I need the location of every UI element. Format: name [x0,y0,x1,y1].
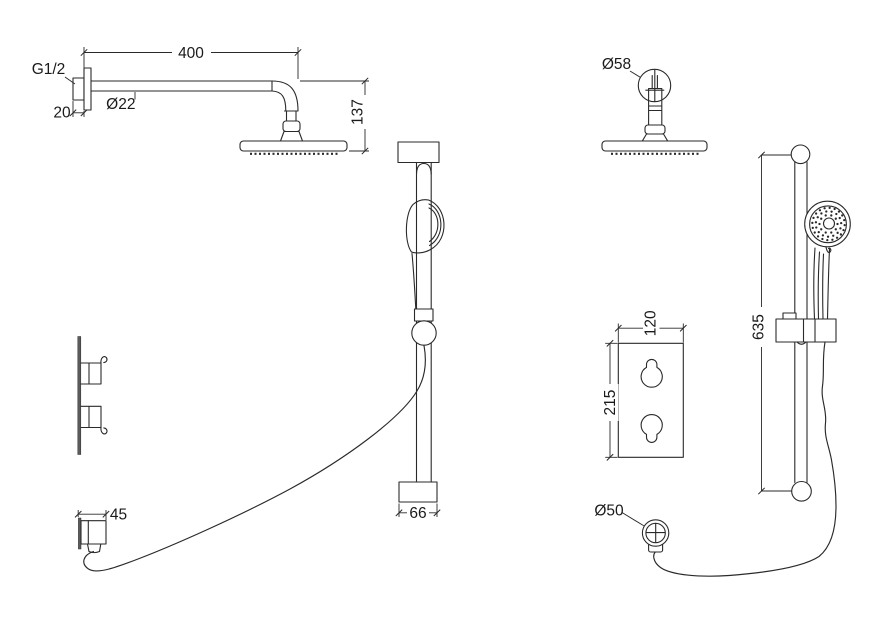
head-cone-mount-front [641,133,669,142]
dim-rail-bottom-bracket: 66 [409,505,426,522]
dim-outlet-projection: 45 [110,507,127,524]
dim-outlet-flange-diameter: Ø50 [594,503,624,520]
dim-66-text-mask [407,505,429,521]
outlet-crosshair [646,522,666,543]
arm-wall-flange [83,67,92,111]
shower-head-front [601,140,708,152]
dim-66-extension-lines [398,503,438,517]
slider-collar-arc [796,341,807,345]
head-ball-nut-side [282,120,301,133]
slider-block-front [775,318,837,343]
valve-top-handle-front [640,358,663,388]
view-slide-rail-front [750,144,851,502]
dimension-ticks [69,48,766,518]
dim-45-extension-lines [77,510,107,520]
valve-top-handle-hook [100,355,108,365]
dim-635-extension-lines [761,154,792,492]
slider-knob-side [411,320,437,346]
view-valve-plate-front [602,309,684,458]
handset-face-ring [809,205,847,244]
handset-handle-front [813,247,831,320]
dim-635-text-mask [750,307,768,347]
rail-top-dome [415,162,432,175]
head-cone-mount-side [279,130,304,142]
dim-215-text-mask [602,384,619,421]
outlet-hose-nut-side [86,543,102,554]
valve-wall-plate-side [77,336,82,455]
dim-arm-diameter: Ø22 [106,96,135,113]
slider-tab-front [782,312,797,320]
rail-bottom-cap-front [791,480,812,502]
outlet-diameter-leader [621,512,645,527]
handset-spray-dots [811,206,846,242]
arm-elbow [271,80,299,122]
shower-hose-front [653,341,837,577]
head-drop-tube-front [648,74,663,126]
slider-block-divisions [802,318,816,343]
arm-thread-nut [72,77,85,101]
handset-center-opening [822,217,836,230]
dim-arm-length: 400 [178,45,204,62]
dim-20-extension-lines [72,101,85,117]
dim-valve-plate-width: 120 [643,310,660,336]
handset-handle-hook [825,246,832,254]
view-wall-outlet-side [77,510,107,554]
handset-head-side [405,199,445,254]
dim-120-text-mask [643,309,660,337]
dim-head-flange-diameter: Ø58 [602,56,631,73]
view-shower-arm-side [64,45,369,155]
rail-tube-side [415,161,432,483]
dim-137-text-mask [350,95,366,129]
arm-tube [90,80,273,92]
dim-400-text-mask [172,45,211,61]
rail-bottom-bracket-side [398,481,438,503]
view-slide-rail-side [397,141,445,521]
view-wall-outlet-front [621,512,670,553]
view-shower-head-front [601,68,708,155]
valve-bottom-handle-side [80,405,102,429]
shower-hose-side [83,344,426,572]
shower-head-side [239,140,348,152]
rail-top-cap-front [790,144,811,165]
dim-215-extension-lines [605,342,618,458]
valve-bottom-handle-front [640,414,663,443]
dim-head-drop: 137 [350,99,367,125]
thread-leader-line [64,76,76,85]
dim-slide-rail-length: 635 [751,314,768,340]
outlet-body-side [80,520,107,545]
label-thread-size: G1/2 [32,61,66,78]
dim-flange-depth: 20 [53,105,71,122]
slider-clamp-side [413,308,434,322]
valve-bottom-handle-hook [100,426,108,435]
view-valve-side [77,336,108,455]
head-ball-nut-front [644,124,666,135]
dim-valve-plate-height: 215 [602,390,619,416]
valve-top-handle-side [80,362,102,385]
rail-top-bracket-side [397,141,440,164]
handset-handle-side [411,252,417,310]
dim-120-extension-lines [617,323,684,343]
